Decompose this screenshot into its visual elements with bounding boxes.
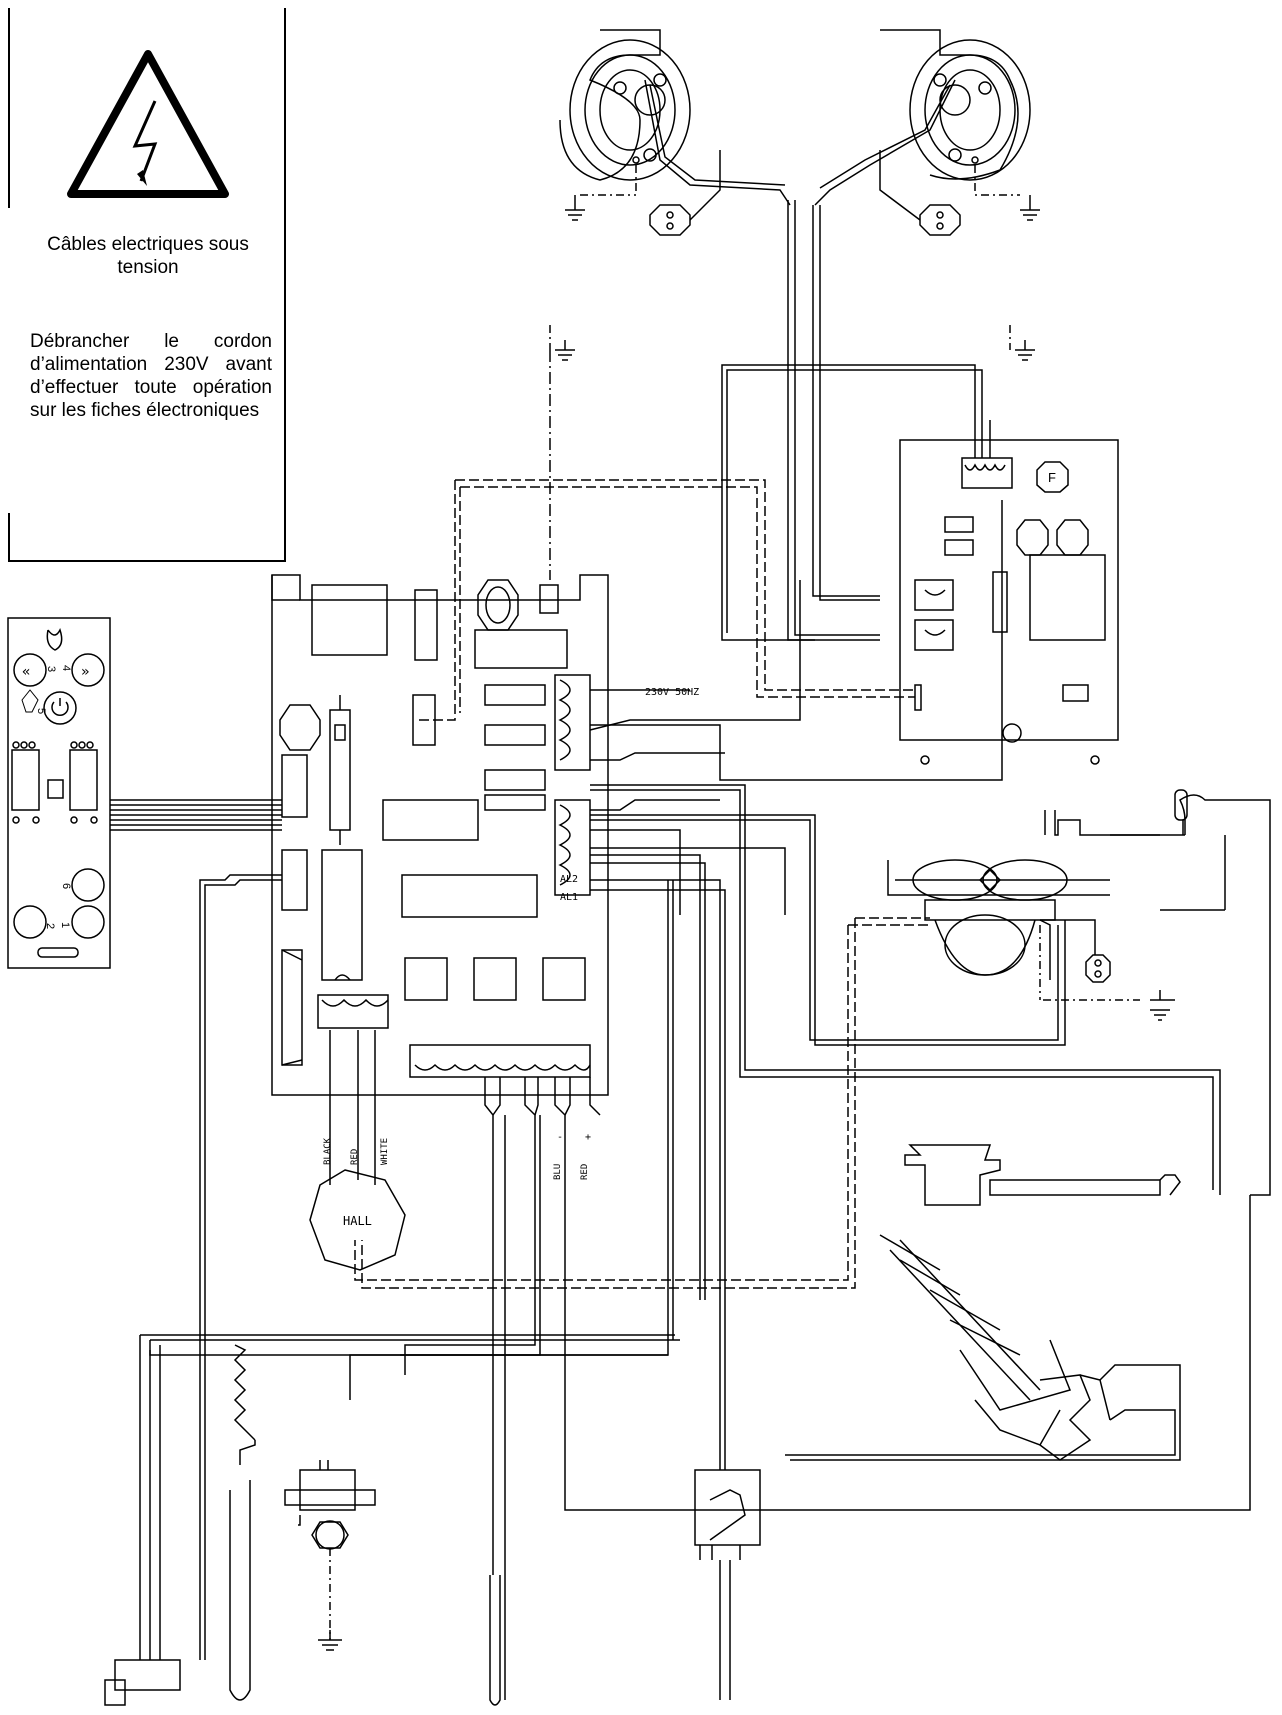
- hall-sensor: [309, 1030, 406, 1271]
- main-board: [271, 574, 609, 1096]
- ignition-motor: [887, 810, 1226, 1021]
- hall-wire-black: BLACK: [323, 1137, 333, 1165]
- panel-key-6: 6: [60, 883, 72, 889]
- warning-title: Câbles electriques sous tension: [47, 234, 249, 278]
- hall-label: HALL: [343, 1214, 372, 1228]
- al1-label: AL1: [560, 892, 578, 903]
- secondary-board: [899, 420, 1119, 765]
- control-panel: « »: [7, 617, 111, 969]
- hall-wire-red: RED: [350, 1149, 360, 1165]
- fan-left: [559, 29, 791, 236]
- thermostat: [229, 1344, 376, 1701]
- svg-text:»: »: [81, 664, 89, 680]
- panel-key-1: 1: [59, 922, 71, 928]
- auger: [785, 1144, 1181, 1461]
- panel-key-3: 3: [45, 666, 57, 672]
- panel-key-2: 2: [44, 923, 56, 929]
- warning-box: Câbles electriques sous tension Débranch…: [8, 8, 286, 562]
- wire-blu-label: BLU: [553, 1164, 563, 1180]
- panel-key-5: 5: [35, 708, 47, 714]
- wire-plus-label: +: [585, 1132, 591, 1143]
- high-voltage-icon: [67, 50, 229, 198]
- pressure-switch: [694, 1469, 761, 1700]
- fan-right: [814, 29, 1040, 236]
- wire-minus-label: -: [557, 1132, 563, 1143]
- panel-key-4: 4: [60, 665, 72, 671]
- al2-label: AL2: [560, 874, 578, 885]
- svg-text:«: «: [22, 664, 30, 680]
- power-connector: [104, 1625, 206, 1706]
- warning-body: Débrancher le cordon d’alimentation 230V…: [30, 331, 272, 421]
- power-label: 230V 50HZ: [645, 687, 699, 698]
- fuse-label: F: [1048, 470, 1056, 485]
- wire-red-label: RED: [580, 1164, 590, 1180]
- hall-wire-white: WHITE: [380, 1138, 390, 1165]
